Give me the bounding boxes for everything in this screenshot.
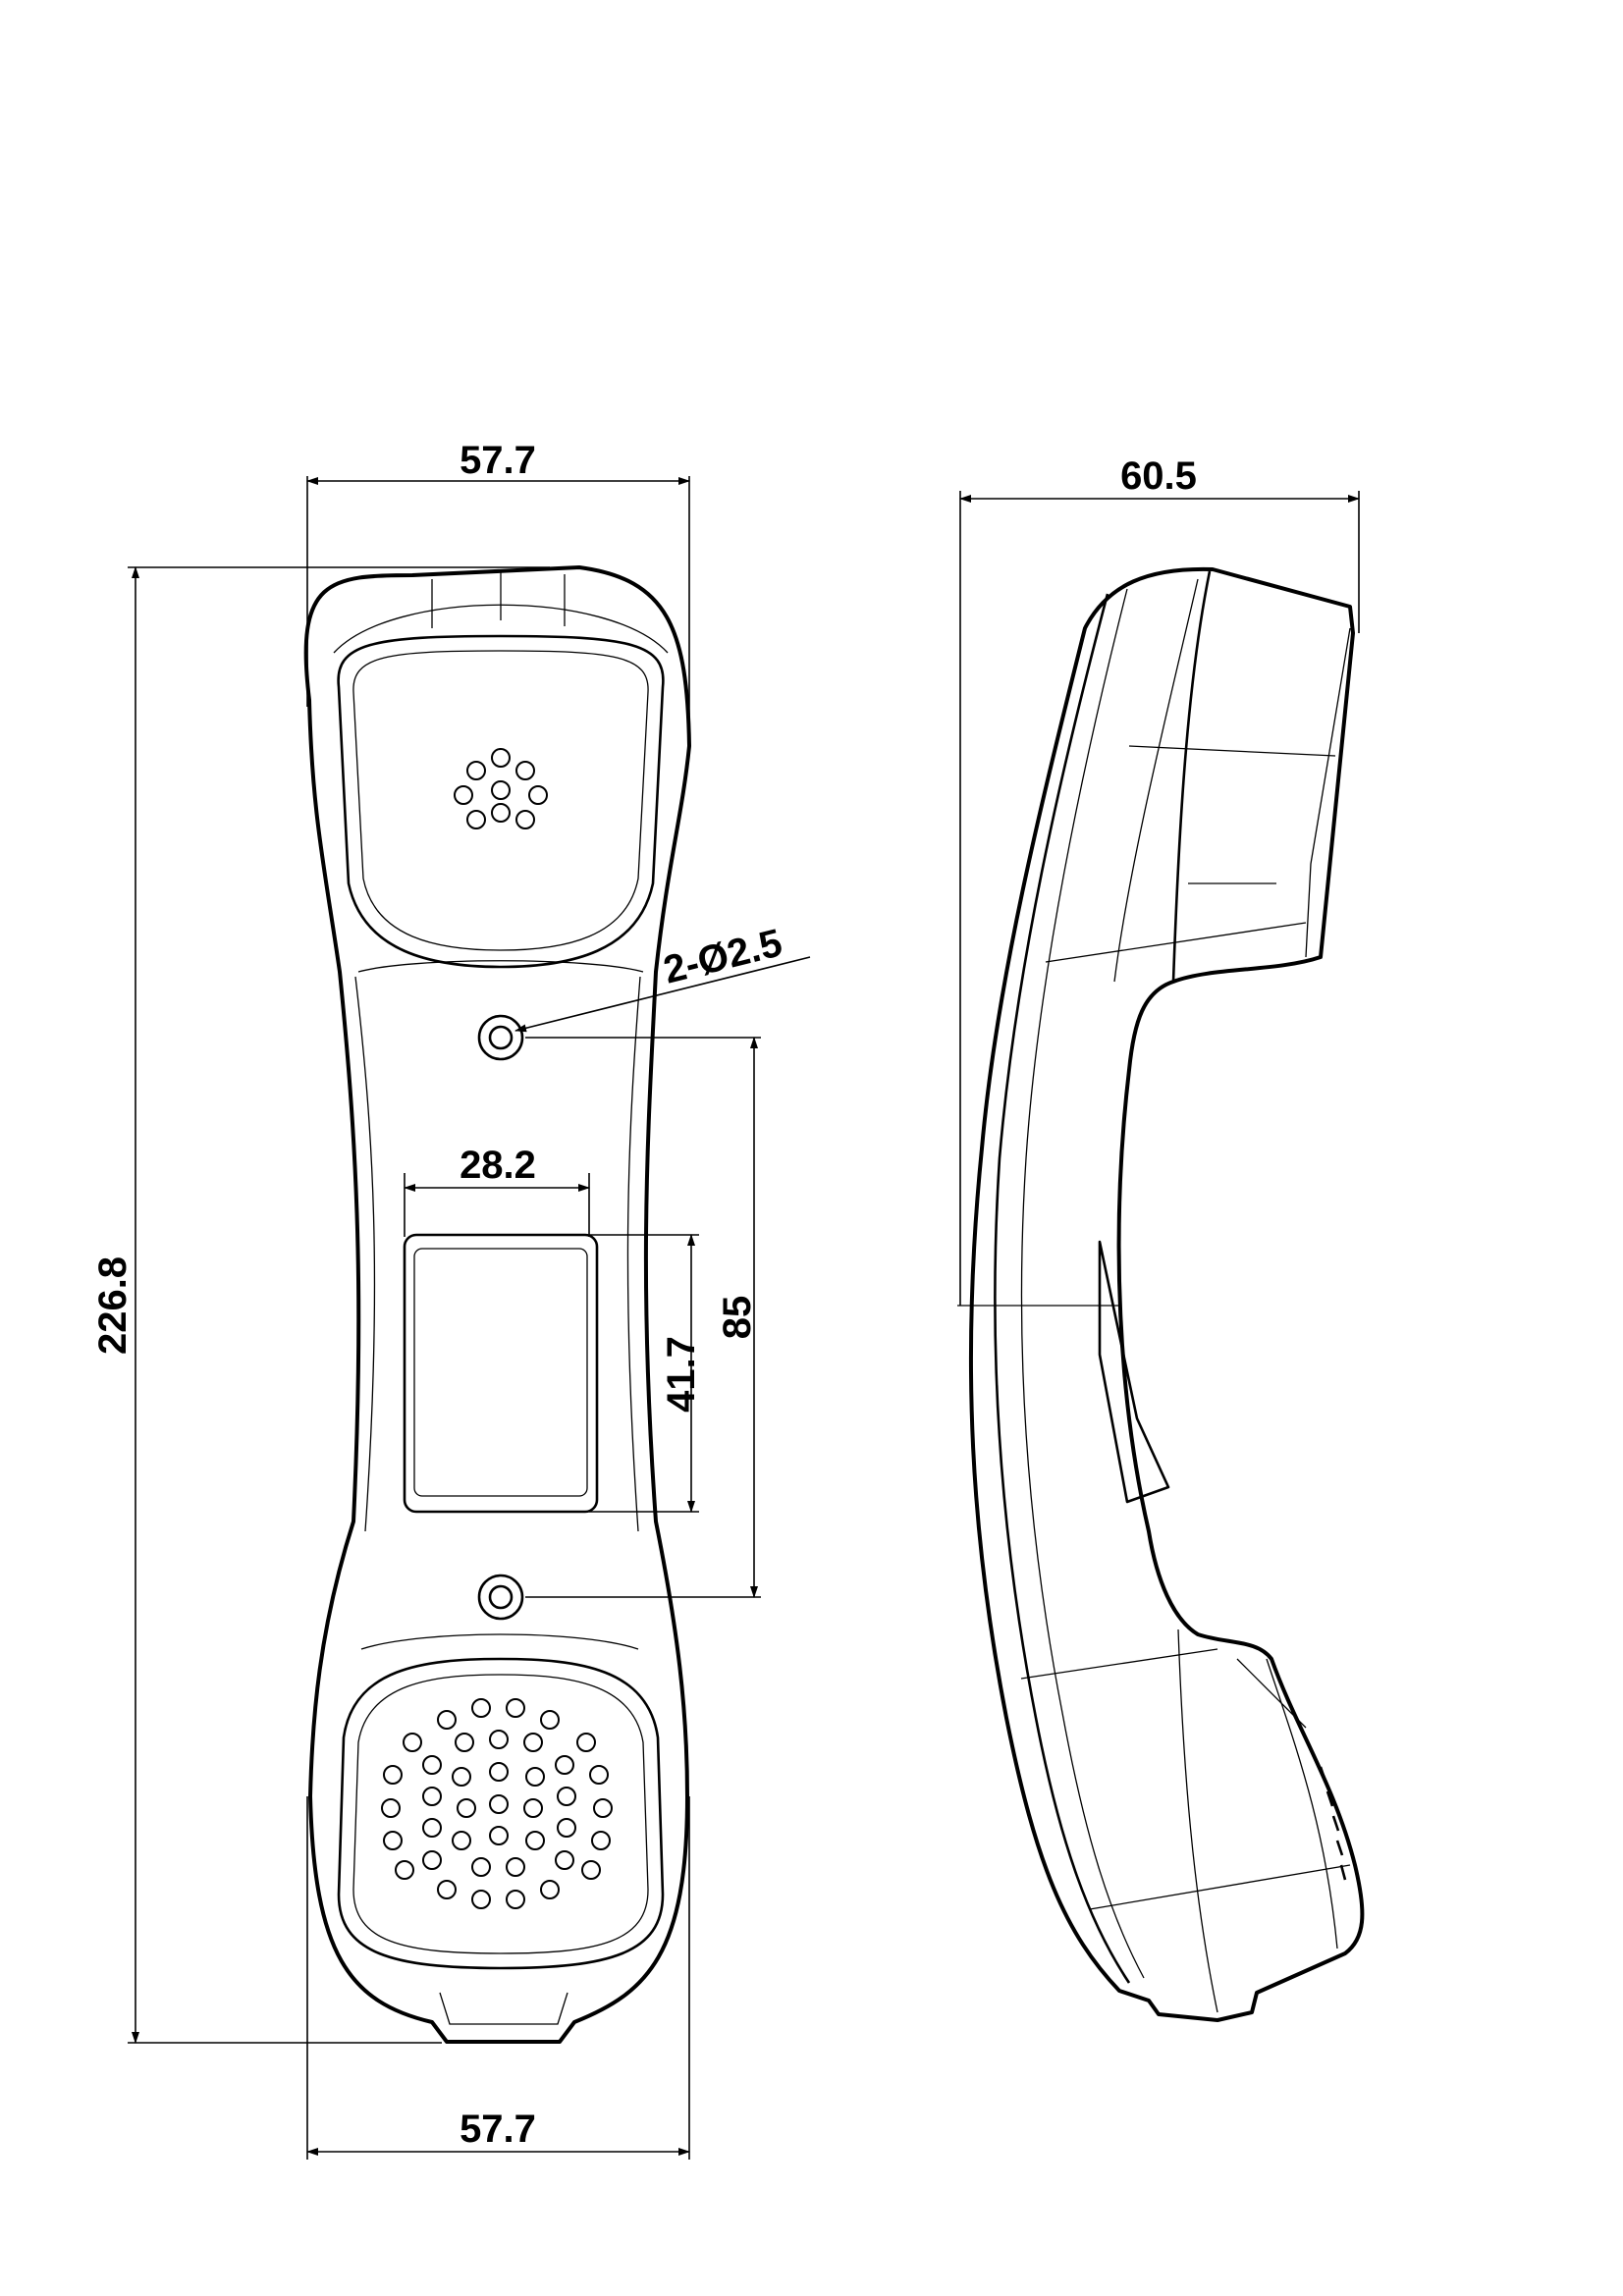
dim-hole-spacing: 85 — [716, 1296, 759, 1340]
display-window-outer — [403, 1233, 599, 1514]
bottom-tab — [439, 1992, 568, 2025]
earpiece-holes — [454, 748, 548, 829]
side-facet-1 — [1045, 922, 1307, 963]
mount-hole-top — [477, 1014, 524, 1061]
dim-bottom-width: 57.7 — [460, 2108, 536, 2151]
front-view-outline — [303, 565, 691, 2044]
side-facet-4 — [1020, 1648, 1218, 1680]
side-view-lower-cup-edge — [1177, 1629, 1218, 2013]
mount-hole-bottom — [477, 1574, 524, 1621]
front-view-inner-contour-right — [626, 976, 641, 1532]
side-view-outline — [968, 566, 1365, 2022]
earpiece-cup-inner — [352, 650, 649, 951]
side-view-front-face — [1305, 627, 1351, 958]
dim-side-depth: 60.5 — [1120, 454, 1197, 498]
dimensions — [128, 476, 1360, 2160]
side-view-hook — [1098, 1240, 1170, 1504]
dim-window-height: 41.7 — [660, 1336, 703, 1413]
side-view-grille — [1319, 1766, 1347, 1881]
side-view-lower-cup-inner — [1266, 1658, 1338, 1949]
side-facet-5 — [1089, 1864, 1351, 1910]
display-window-inner — [413, 1248, 588, 1497]
side-view — [957, 566, 1365, 2022]
front-view — [303, 565, 691, 2044]
side-facet-7 — [1236, 1658, 1307, 1729]
mouthpiece-holes — [381, 1698, 613, 1909]
side-facet-2 — [1128, 745, 1336, 757]
dim-mount-holes: 2-Ø2.5 — [660, 921, 786, 991]
mouthpiece-cup-inner — [352, 1674, 649, 1954]
mouthpiece-cup-outer — [337, 1657, 665, 1970]
dim-window-width: 28.2 — [460, 1144, 536, 1187]
dim-overall-length: 226.8 — [91, 1256, 135, 1355]
front-view-inner-contour-left — [354, 976, 376, 1532]
side-view-inner-line-2 — [1020, 588, 1145, 1979]
side-view-cup-edge — [1171, 570, 1212, 983]
side-view-inner-line-1 — [994, 593, 1131, 1984]
earpiece-cup-outer — [337, 634, 665, 969]
earpiece-lower-ridge — [357, 960, 644, 973]
side-view-inner-line-3 — [1113, 578, 1199, 983]
mouthpiece-upper-ridge — [360, 1633, 639, 1650]
dim-top-width: 57.7 — [460, 439, 536, 482]
